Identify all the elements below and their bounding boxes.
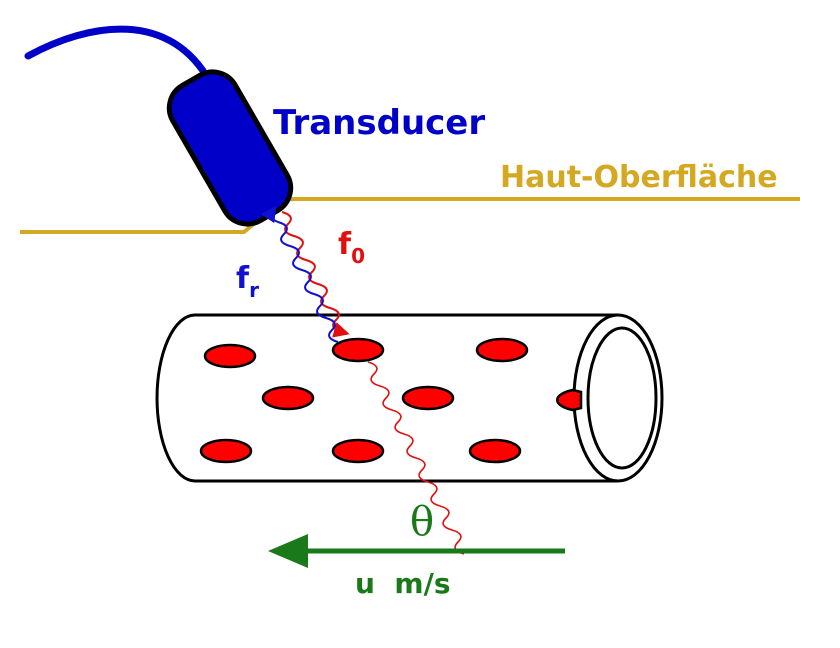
red-blood-cell-icon [468,438,522,464]
blood-vessel-icon [155,313,664,483]
skin-surface-line [20,197,800,234]
f0-label: f0 [338,227,365,268]
transmitted-wave [367,361,465,555]
red-blood-cell-icon [199,438,253,464]
transducer-icon [166,69,294,227]
red-blood-cell-icon [475,337,529,363]
red-blood-cell-icon [331,438,385,464]
skin-surface-label: Haut-Oberfläche [500,160,778,195]
transducer-cable-icon [24,25,214,86]
emitted-wave-f0 [281,211,350,338]
red-blood-cell-icon [331,337,385,363]
red-blood-cell-icon [401,385,455,411]
red-blood-cell-icon [203,343,257,369]
red-blood-cells [199,337,583,464]
flow-arrow-icon [268,534,565,568]
fr-label: fr [236,261,259,302]
reflected-wave-fr [260,205,339,343]
velocity-label: u m/s [355,567,451,600]
red-blood-cell-icon [261,385,315,411]
transducer-label: Transducer [273,103,485,143]
red-blood-cell-icon [556,388,583,412]
theta-label: θ [410,499,434,545]
